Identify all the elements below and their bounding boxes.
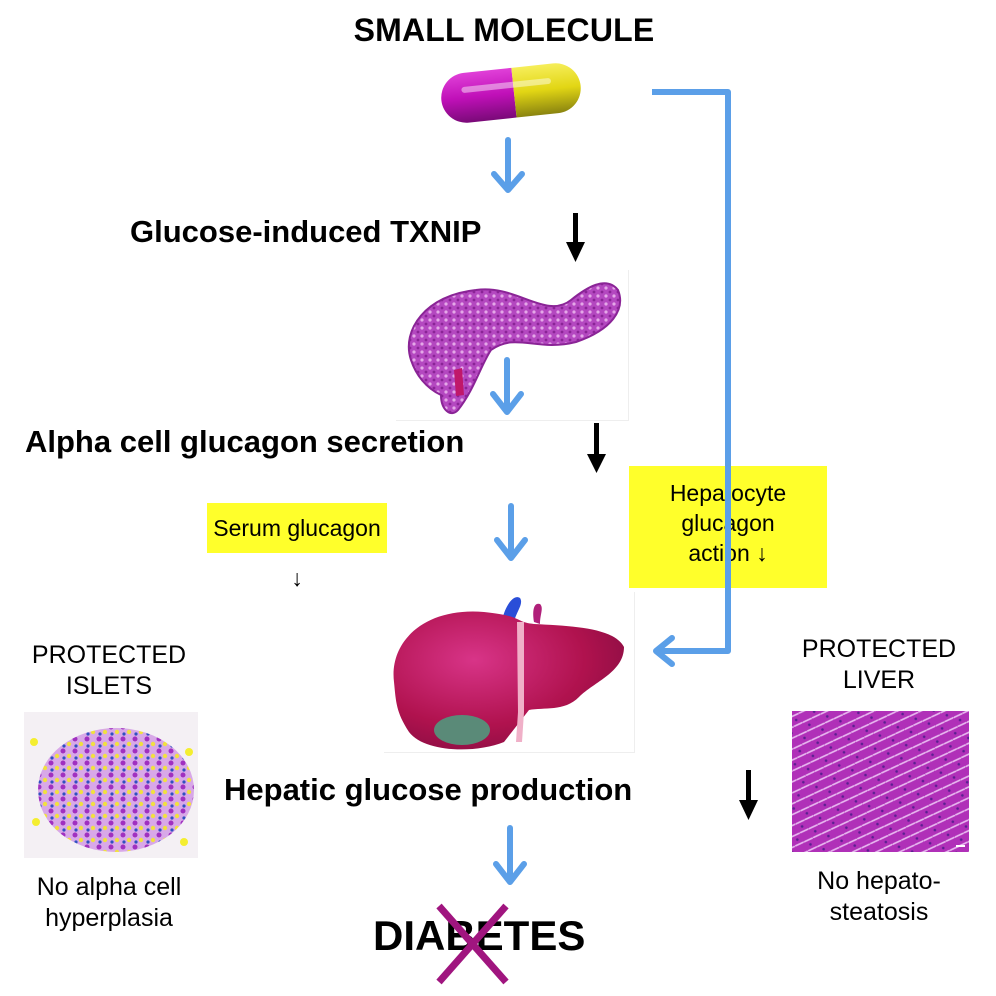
islets-caption-line-1: No alpha cell bbox=[36, 873, 182, 901]
islets-title: PROTECTED ISLETS bbox=[0, 640, 218, 702]
liver-image bbox=[384, 592, 635, 753]
liver-title-line-1: PROTECTED bbox=[801, 635, 957, 663]
blue-arrow-down-4 bbox=[493, 825, 527, 885]
blue-arrow-down-3 bbox=[494, 503, 528, 561]
liver-caption: No hepato- steatosis bbox=[772, 866, 986, 928]
black-arrow-down-icon bbox=[587, 423, 606, 473]
diagram-title: SMALL MOLECULE bbox=[353, 12, 655, 48]
step-hepatic-glucose: Hepatic glucose production bbox=[224, 772, 633, 807]
islet-histology-image bbox=[24, 712, 198, 858]
liver-caption-line-2: steatosis bbox=[829, 898, 929, 926]
capsule-pill-icon bbox=[441, 63, 581, 123]
liver-title: PROTECTED LIVER bbox=[772, 634, 986, 696]
black-arrow-down-icon bbox=[739, 770, 758, 820]
islets-title-line-1: PROTECTED bbox=[31, 641, 187, 669]
liver-caption-line-1: No hepato- bbox=[817, 867, 941, 895]
islets-title-line-2: ISLETS bbox=[65, 672, 153, 700]
islets-caption: No alpha cell hyperplasia bbox=[0, 872, 218, 934]
blue-arrow-down-1 bbox=[491, 137, 525, 193]
liver-title-line-2: LIVER bbox=[842, 666, 916, 694]
cross-out-icon bbox=[436, 903, 509, 985]
black-down-arrows bbox=[566, 213, 758, 820]
blue-bypass-arrow bbox=[652, 89, 731, 667]
blue-arrow-down-2 bbox=[490, 357, 524, 415]
islets-caption-line-2: hyperplasia bbox=[45, 904, 173, 932]
step-alpha-cell-secretion: Alpha cell glucagon secretion bbox=[25, 424, 465, 459]
step-txnip: Glucose-induced TXNIP bbox=[130, 214, 482, 249]
liver-histology-image bbox=[792, 711, 969, 852]
pancreas-image bbox=[396, 270, 629, 421]
black-arrow-down-icon bbox=[566, 213, 585, 262]
serum-glucagon-box: Serum glucagon ↓ bbox=[207, 503, 387, 591]
